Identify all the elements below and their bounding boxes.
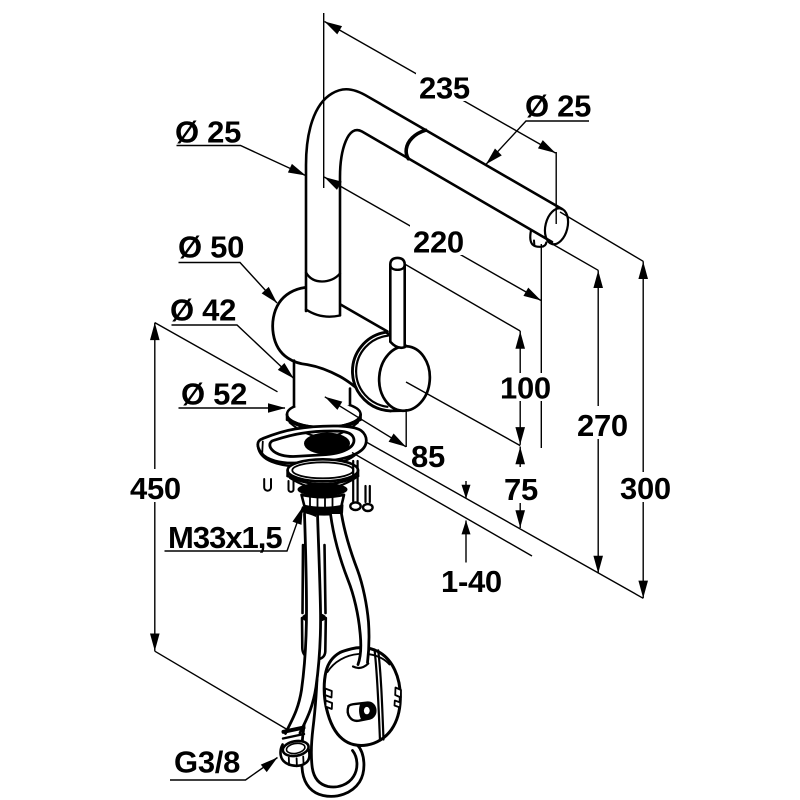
svg-text:Ø 42: Ø 42 — [170, 293, 236, 328]
svg-text:Ø 52: Ø 52 — [181, 377, 247, 412]
svg-text:450: 450 — [130, 471, 181, 506]
svg-text:235: 235 — [419, 71, 470, 106]
svg-text:220: 220 — [413, 225, 464, 260]
svg-text:M33x1,5: M33x1,5 — [168, 520, 282, 555]
svg-text:Ø 25: Ø 25 — [525, 89, 591, 124]
svg-text:1-40: 1-40 — [441, 564, 502, 599]
svg-text:Ø 50: Ø 50 — [178, 230, 244, 265]
svg-text:Ø 25: Ø 25 — [175, 115, 241, 150]
svg-text:G3/8: G3/8 — [174, 745, 240, 780]
svg-text:100: 100 — [500, 371, 551, 406]
svg-text:85: 85 — [411, 439, 445, 474]
svg-text:75: 75 — [504, 472, 538, 507]
svg-text:270: 270 — [577, 408, 628, 443]
svg-text:300: 300 — [620, 471, 671, 506]
